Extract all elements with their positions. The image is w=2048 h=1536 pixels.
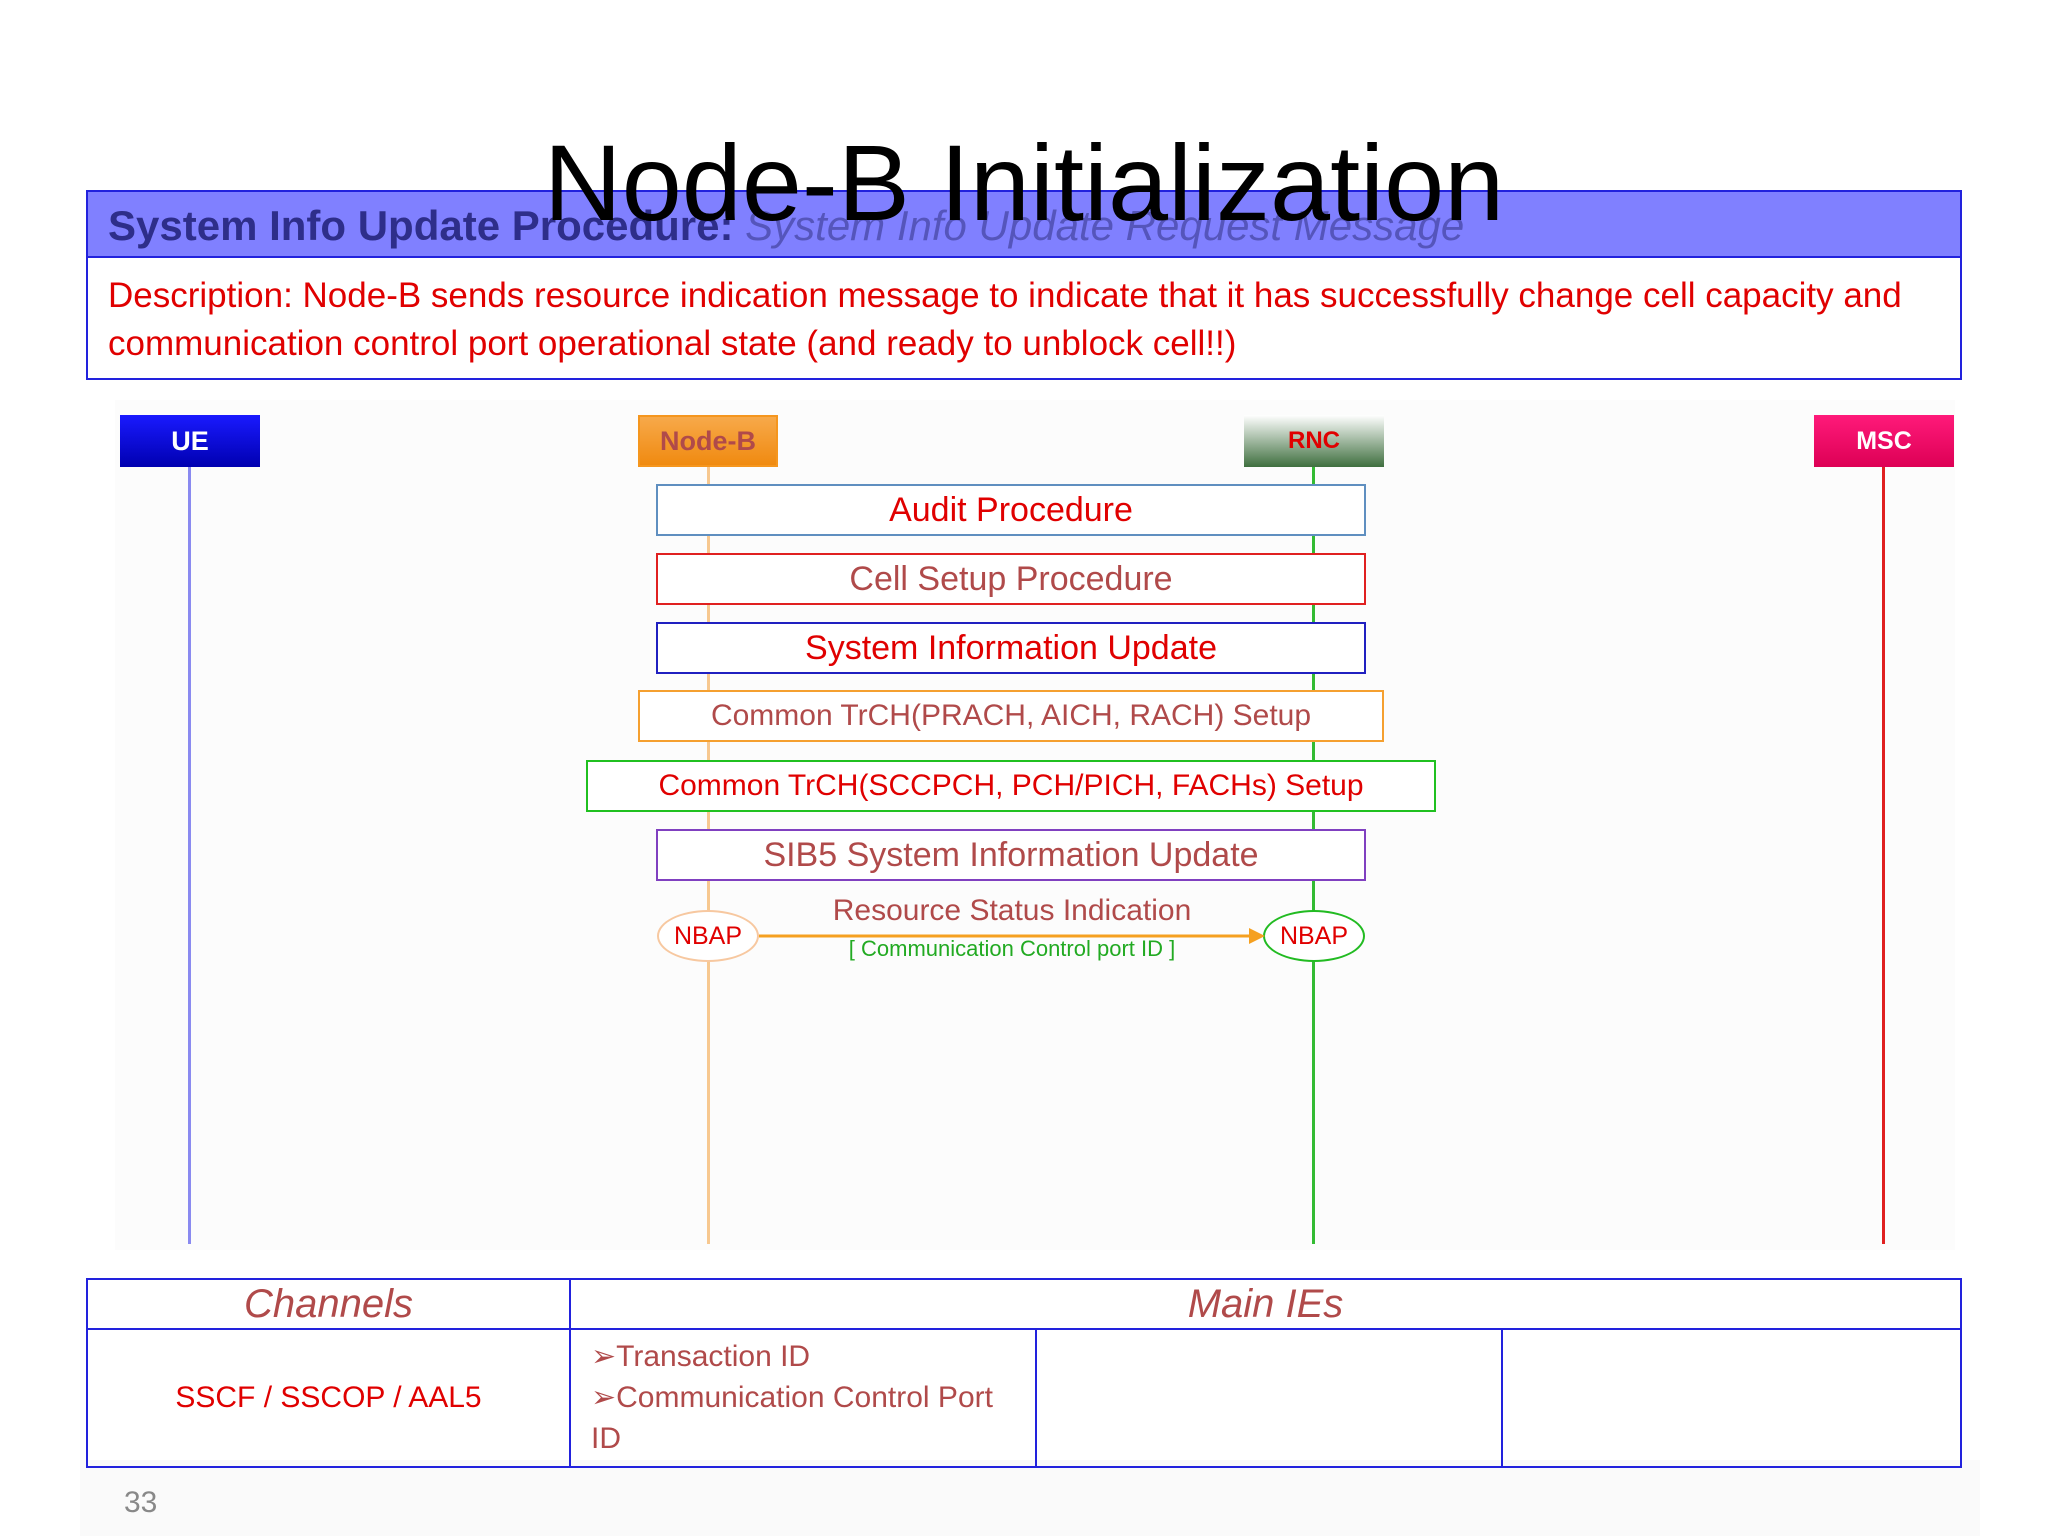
entity-msc-label: MSC (1856, 426, 1912, 455)
procedure-name: System Info Update Procedure: (108, 202, 734, 249)
entity-nodeb-label: Node-B (660, 425, 756, 456)
procedure-cell-setup-label: Cell Setup Procedure (849, 559, 1173, 598)
procedure-system-info-update-label: System Information Update (805, 628, 1217, 667)
diagram-background (115, 400, 1955, 1250)
entity-nodeb: Node-B (638, 415, 778, 467)
procedure-audit: Audit Procedure (656, 484, 1366, 536)
procedure-header: System Info Update Procedure: System Inf… (86, 190, 1962, 258)
entity-rnc-label: RNC (1288, 427, 1340, 454)
procedure-audit-label: Audit Procedure (889, 490, 1133, 529)
channels-header: Channels (88, 1280, 571, 1330)
entity-rnc: RNC (1244, 415, 1384, 467)
message-name-label: Resource Status Indication (832, 894, 1192, 927)
procedure-common-trch-sccpch: Common TrCH(SCCPCH, PCH/PICH, FACHs) Set… (586, 760, 1436, 812)
nbap-rnc-label: NBAP (1279, 921, 1349, 950)
nbap-rnc: NBAP (1263, 910, 1365, 962)
lifeline-ue (188, 467, 191, 1244)
footer-background (80, 1460, 1980, 1536)
ies-empty-cell-1 (1037, 1330, 1503, 1466)
procedure-common-trch-prach: Common TrCH(PRACH, AICH, RACH) Setup (638, 690, 1384, 742)
message-name: System Info Update Request Message (745, 202, 1465, 249)
entity-msc: MSC (1814, 415, 1954, 467)
procedure-cell-setup: Cell Setup Procedure (656, 553, 1366, 605)
ie-transaction-id: ➢Transaction ID (591, 1340, 811, 1373)
ies-list: ➢Transaction ID ➢Communication Control P… (571, 1330, 1037, 1466)
message-params-label: [ Communication Control port ID ] (848, 936, 1176, 961)
channels-value: SSCF / SSCOP / AAL5 (88, 1330, 571, 1466)
message-arrow (759, 928, 1265, 944)
entity-ue-label: UE (171, 425, 209, 456)
page-number: 33 (124, 1486, 158, 1519)
description-box: Description: Node-B sends resource indic… (86, 258, 1962, 380)
ies-empty-cell-2 (1503, 1330, 1960, 1466)
procedure-common-trch-sccpch-label: Common TrCH(SCCPCH, PCH/PICH, FACHs) Set… (658, 769, 1364, 802)
ies-header: Main IEs (571, 1280, 1960, 1330)
nbap-nodeb-label: NBAP (673, 921, 743, 950)
procedure-common-trch-prach-label: Common TrCH(PRACH, AICH, RACH) Setup (710, 699, 1312, 732)
procedure-system-info-update: System Information Update (656, 622, 1366, 674)
entity-ue: UE (120, 415, 260, 467)
slide-title: Node-B Initialization (543, 122, 1505, 243)
lifeline-msc (1882, 467, 1885, 1244)
procedure-sib5-update: SIB5 System Information Update (656, 829, 1366, 881)
nbap-nodeb: NBAP (657, 910, 759, 962)
procedure-sib5-update-label: SIB5 System Information Update (763, 835, 1259, 874)
channels-ies-table: Channels Main IEs SSCF / SSCOP / AAL5 ➢T… (86, 1278, 1962, 1468)
ie-communication-control-port-id: ➢Communication Control Port ID (591, 1381, 993, 1455)
